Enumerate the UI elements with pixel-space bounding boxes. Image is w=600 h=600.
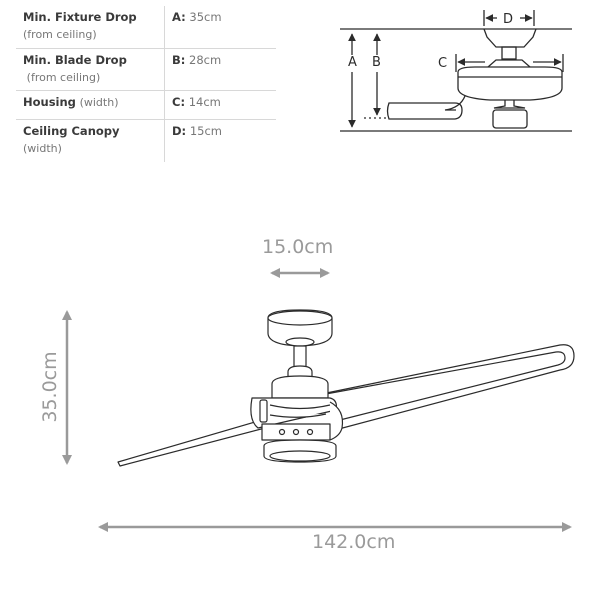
spec-sublabel: (from ceiling) (23, 28, 97, 41)
spec-row-blade-drop: Min. Blade Drop (from ceiling) B: 28cm (16, 49, 276, 91)
spec-key: A: (172, 10, 186, 24)
spec-label: Housing (23, 95, 76, 109)
spec-key: D: (172, 124, 187, 138)
height-label: 35.0cm (39, 351, 61, 423)
schematic-label-a: A (348, 55, 357, 70)
schematic-label-c: C (438, 56, 447, 71)
span-label: 142.0cm (312, 531, 396, 553)
schematic-label-d: D (503, 12, 513, 27)
schematic-label-b: B (372, 55, 381, 70)
dimension-arrows (62, 268, 572, 532)
spec-value: 15cm (189, 124, 222, 138)
spec-row-ceiling-canopy: Ceiling Canopy (width) D: 15cm (16, 120, 276, 162)
spec-sublabel: (width) (23, 142, 62, 155)
spec-row-housing: Housing (width) C: 14cm (16, 91, 276, 120)
schematic-lines (340, 10, 572, 132)
spec-key: B: (172, 53, 186, 67)
spec-sublabel: (width) (79, 96, 119, 109)
spec-label: Min. Fixture Drop (23, 10, 137, 24)
spec-row-fixture-drop: Min. Fixture Drop (from ceiling) A: 35cm (16, 6, 276, 49)
spec-value: 14cm (188, 95, 221, 109)
canopy-width-label: 15.0cm (262, 236, 334, 258)
spec-table: Min. Fixture Drop(from ceiling) A: 35cm … (16, 6, 276, 162)
ceiling-fan-drawing (117, 309, 575, 467)
spec-label: Ceiling Canopy (23, 124, 120, 138)
spec-sublabel: (from ceiling) (26, 71, 101, 84)
spec-label: Min. Blade Drop (23, 53, 127, 67)
spec-key: C: (172, 95, 186, 109)
spec-value: 28cm (189, 53, 222, 67)
spec-value: 35cm (189, 10, 222, 24)
table-column-divider (164, 6, 165, 162)
